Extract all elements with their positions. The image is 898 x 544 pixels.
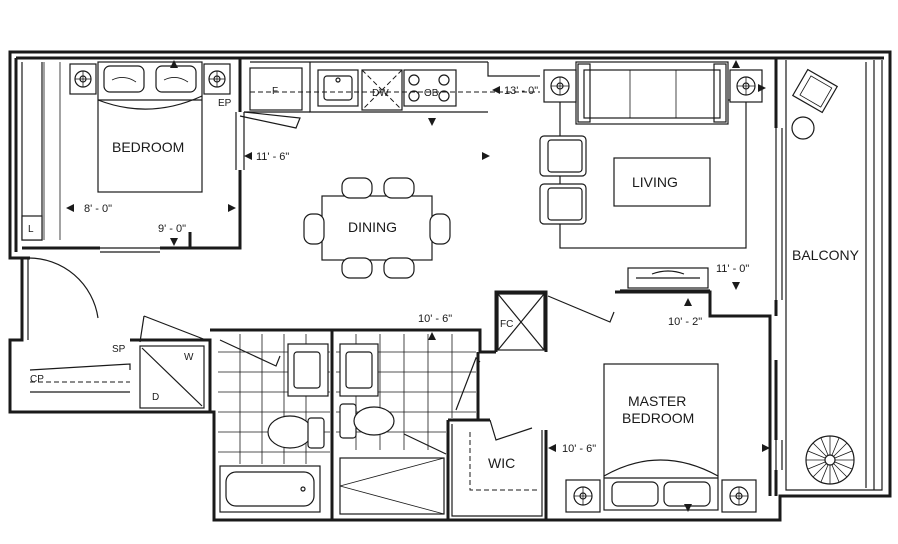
oven-label: OB — [424, 88, 439, 99]
balcony-label: BALCONY — [792, 247, 860, 263]
dining-width-dimension: 11' - 6" — [256, 151, 289, 163]
fan-coil-icon — [497, 293, 615, 351]
sink-icon — [323, 75, 353, 101]
bathroom-one — [218, 334, 330, 513]
master-bedroom-area — [565, 363, 757, 513]
electrical-panel-label: EP — [218, 98, 232, 109]
fan-coil-label: FC — [500, 319, 513, 330]
dining-label: DINING — [348, 219, 397, 235]
master-bedroom-label-line1: MASTER — [628, 393, 686, 409]
bedroom-depth-dimension: 9' - 0" — [158, 223, 186, 235]
sprinkler-panel-label: SP — [112, 344, 126, 355]
bedroom-width-dimension: 8' - 0" — [84, 203, 112, 215]
fridge-label: F — [272, 86, 278, 97]
bathroom-two — [336, 334, 481, 515]
balcony-area — [785, 60, 883, 491]
coat-closet-label: CP — [30, 374, 44, 385]
master-bedroom-label-line2: BEDROOM — [622, 410, 694, 426]
wic-label: WIC — [488, 455, 515, 471]
master-width-dimension: 10' - 2" — [668, 316, 702, 328]
tv-icon — [627, 267, 709, 289]
washer-label: W — [184, 352, 194, 363]
living-area — [539, 61, 763, 291]
entry-area — [27, 257, 207, 409]
lounge-chair-icon — [791, 68, 839, 114]
shower-icon — [339, 457, 445, 515]
armchair-icon — [539, 183, 587, 225]
side-table-icon — [791, 116, 815, 140]
armchair-icon — [539, 135, 587, 177]
bathtub-icon — [219, 465, 321, 513]
nightstand-lamp-icon — [565, 479, 601, 513]
living-width-dimension: 11' - 0" — [716, 263, 749, 275]
bedroom-label: BEDROOM — [112, 139, 184, 155]
dishwasher-label: DW — [372, 88, 389, 99]
linen-closet-label: L — [28, 224, 34, 235]
bath-length-dimension: 10' - 6" — [418, 313, 452, 325]
living-label: LIVING — [632, 174, 678, 190]
nightstand-lamp-icon — [203, 63, 231, 95]
master-depth-dimension: 10' - 6" — [562, 443, 596, 455]
interior-walls — [22, 58, 778, 520]
fridge-icon — [249, 67, 303, 111]
kitchen-length-dimension: 13' - 0" — [504, 85, 538, 97]
walk-in-closet — [451, 419, 543, 517]
plant-icon — [805, 435, 855, 485]
side-lamp-icon — [543, 69, 577, 103]
nightstand-lamp-icon — [721, 479, 757, 513]
dryer-label: D — [152, 392, 159, 403]
kitchen-area — [244, 61, 540, 113]
toilet-icon — [339, 403, 395, 439]
nightstand-lamp-icon — [69, 63, 97, 95]
dimension-arrows — [66, 60, 770, 512]
dining-table-icon — [303, 177, 451, 279]
side-lamp-icon — [729, 69, 763, 103]
sofa-icon — [575, 61, 729, 125]
bedroom-area — [21, 61, 301, 253]
toilet-icon — [267, 415, 325, 449]
windows — [235, 112, 783, 470]
